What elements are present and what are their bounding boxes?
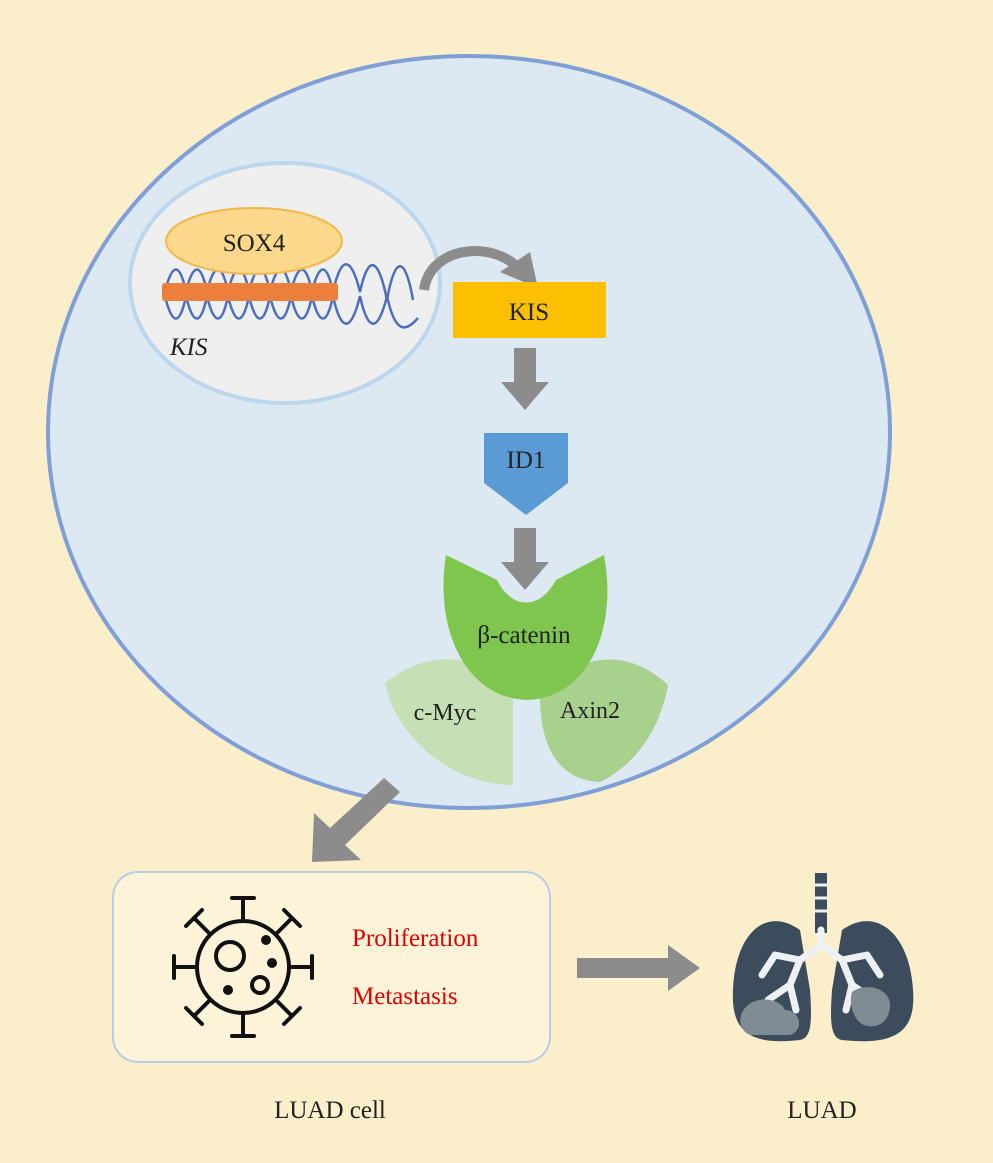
luad-cell-box [112,871,551,1063]
kis-gene-label: KIS [169,334,208,361]
axin2-label: Axin2 [560,698,620,724]
arrow-cell-to-luad [577,945,700,991]
cmyc-shape [385,659,513,785]
virus-cell-icon [172,896,314,1038]
arrow-cell-to-luad-cell [312,778,400,862]
beta-catenin-shape [443,555,608,700]
id1-label: ID1 [507,447,546,474]
kis-protein-label: KIS [509,299,549,326]
metastasis-label: Metastasis [352,983,458,1010]
kis-gene-bar [162,283,338,301]
arrow-id1-to-beta-catenin [501,528,549,590]
luad-cell-label: LUAD cell [274,1097,386,1124]
id1-shape [484,433,568,515]
beta-catenin-label: β-catenin [477,622,571,649]
proliferation-label: Proliferation [352,925,479,952]
sox4-label: SOX4 [223,230,286,257]
cmyc-label: c-Myc [414,700,477,726]
lungs-icon [732,873,914,1042]
arrow-kis-to-id1 [501,348,549,410]
axin2-shape [540,659,668,782]
kis-protein-box [453,282,606,338]
luad-label: LUAD [787,1097,856,1124]
curved-arrow-shaft [419,246,524,292]
curved-arrow-head [500,252,538,288]
sox4-protein [165,207,343,275]
